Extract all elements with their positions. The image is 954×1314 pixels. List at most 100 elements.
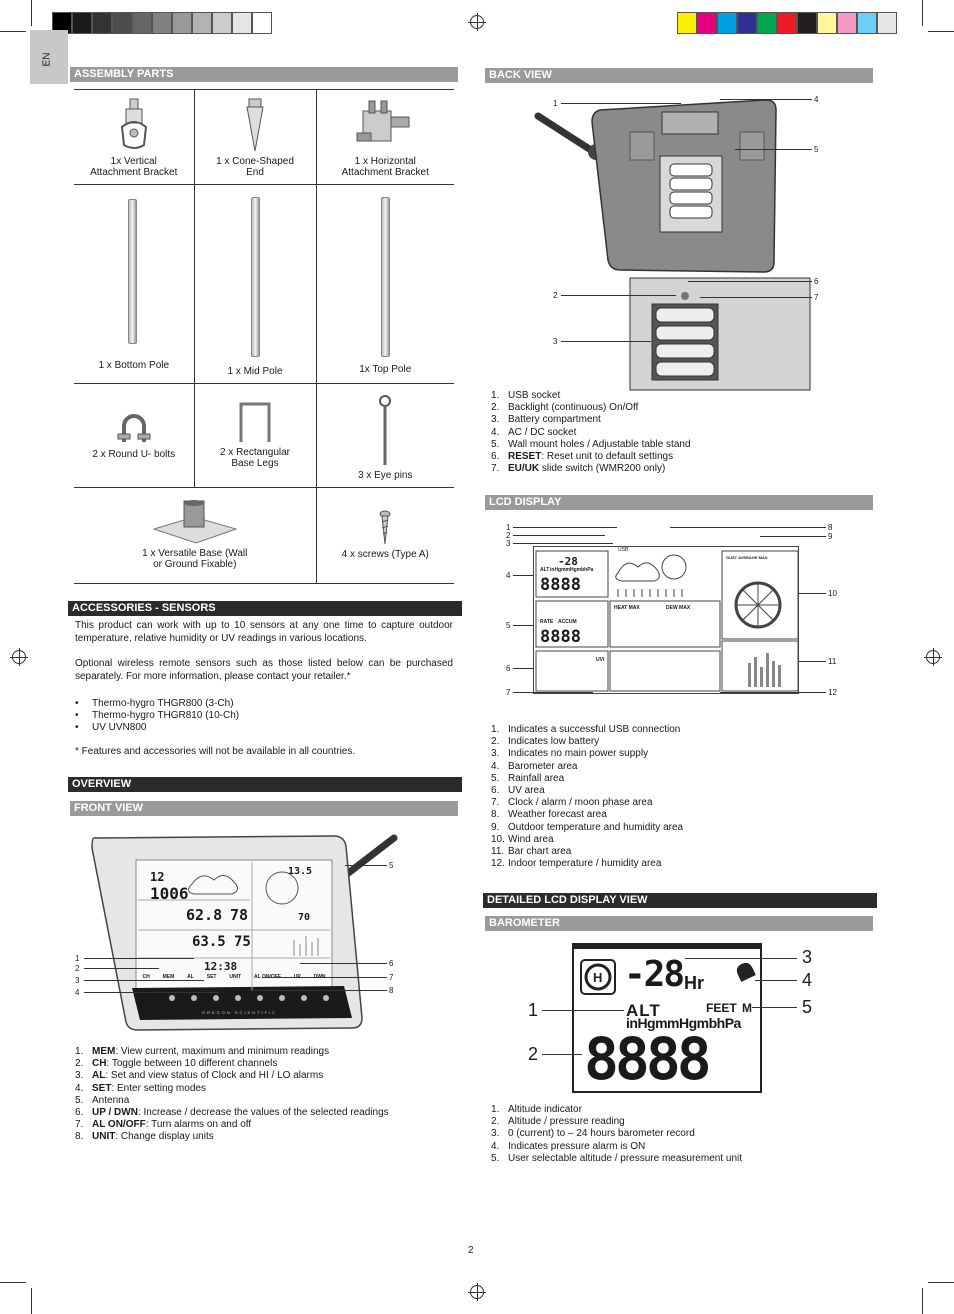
- crop-mark: [922, 1288, 923, 1314]
- barometer-hr-label: Hr: [684, 973, 705, 993]
- part-u-bolts: 2 x Round U- bolts: [74, 383, 194, 488]
- lcd-value: 75: [234, 934, 251, 950]
- list-item: 6.UP / DWN: Increase / decrease the valu…: [75, 1107, 389, 1119]
- part-label: 1 x Mid Pole: [227, 366, 283, 377]
- color-swatch: [92, 12, 112, 34]
- list-item-text: Outdoor temperature and humidity area: [508, 821, 684, 833]
- callout-line: [799, 593, 826, 594]
- lcd-heat-label: HEAT MAX: [614, 605, 640, 611]
- list-item: 2.Altitude / pressure reading: [491, 1116, 742, 1128]
- part-label-line: 1 x Versatile Base (Wall: [142, 548, 248, 559]
- list-item-term: UP / DWN: [92, 1107, 138, 1119]
- barometer-main-value: 8888: [584, 1025, 712, 1093]
- color-swatch: [72, 12, 92, 34]
- accessories-paragraph: This product can work with up to 10 sens…: [75, 620, 453, 644]
- list-item-text: : Increase / decrease the values of the …: [137, 1107, 389, 1119]
- lcd-value: 78: [230, 906, 249, 924]
- lcd-barometer-value: 8888: [540, 575, 581, 595]
- altitude-house-icon: H: [580, 959, 616, 995]
- callout-line: [84, 992, 219, 993]
- callout-number: 8: [389, 986, 394, 995]
- callout-number: 12: [828, 688, 837, 697]
- lcd-usb-label: USB: [618, 547, 629, 553]
- registration-mark-icon: [10, 648, 28, 666]
- list-item-term: SET: [92, 1082, 112, 1094]
- color-swatch: [232, 12, 252, 34]
- color-swatch: [172, 12, 192, 34]
- section-header-accessories: ACCESSORIES - SENSORS: [68, 601, 462, 616]
- list-item: 7.EU/UK slide switch (WMR200 only): [491, 463, 691, 475]
- list-item-term: EU/UK: [508, 463, 540, 475]
- front-view-list: 1.MEM: View current, maximum and minimum…: [75, 1046, 389, 1144]
- list-item: 6.RESET: Reset unit to default settings: [491, 451, 691, 463]
- part-label: 1x Top Pole: [359, 364, 412, 375]
- callout-line: [720, 692, 826, 693]
- list-item-text: Altitude indicator: [508, 1104, 582, 1115]
- list-item-number: 9.: [491, 821, 500, 833]
- callout-number: 7: [389, 973, 394, 982]
- list-item-text: : Toggle between 10 different channels: [106, 1058, 278, 1070]
- part-horizontal-bracket: 1 x Horizontal Attachment Bracket: [315, 89, 454, 185]
- part-bottom-pole: 1 x Bottom Pole: [74, 184, 194, 384]
- list-item: 2.Backlight (continuous) On/Off: [491, 402, 691, 414]
- callout-line: [345, 865, 387, 866]
- lcd-accum-label: ACCUM: [558, 619, 577, 625]
- callout-number: 6: [389, 959, 394, 968]
- section-header-assembly-parts: ASSEMBLY PARTS: [70, 67, 458, 82]
- crop-mark: [922, 0, 923, 26]
- list-item: 4.AC / DC socket: [491, 427, 691, 439]
- list-item: 4.Indicates pressure alarm is ON: [491, 1141, 742, 1153]
- callout-number: 7: [506, 688, 511, 697]
- callout-line: [688, 281, 812, 282]
- part-mid-pole: 1 x Mid Pole: [193, 184, 316, 384]
- list-item: 4.SET: Enter setting modes: [75, 1083, 389, 1095]
- back-view-device-icon: [534, 99, 811, 391]
- list-item: 7.Clock / alarm / moon phase area: [491, 797, 683, 809]
- list-item-text: Battery compartment: [508, 414, 601, 426]
- list-item-text: Rainfall area: [508, 772, 565, 784]
- callout-number: 3: [553, 337, 558, 346]
- list-item-text: : View current, maximum and minimum read…: [115, 1046, 330, 1057]
- callout-number: 4: [802, 970, 813, 990]
- list-item-number: 1.: [75, 1046, 84, 1057]
- part-label-line: 1 x Cone-Shaped: [216, 156, 294, 167]
- lcd-units-label: inHgmmHgmbhPa: [550, 567, 594, 573]
- lcd-display-illustration: -28 ALT inHgmmHgmbhPa 8888 RATE ACCUM 88…: [533, 546, 799, 694]
- list-item: 3.Battery compartment: [491, 414, 691, 426]
- callout-number: 1: [553, 99, 558, 108]
- accessories-paragraph: Optional wireless remote sensors such as…: [75, 658, 453, 682]
- callout-number: 11: [828, 657, 837, 666]
- list-item: 4.Barometer area: [491, 761, 683, 773]
- list-item-text: USB socket: [508, 390, 561, 401]
- crop-mark: [928, 31, 954, 32]
- u-bolt-icon: [117, 413, 151, 442]
- list-item: Thermo-hygro THGR810 (10-Ch): [75, 710, 239, 722]
- list-item-number: 2.: [491, 402, 500, 414]
- lcd-value: 62.8: [186, 906, 223, 924]
- part-label: 2 x Round U- bolts: [92, 448, 176, 460]
- lcd-hours: -28: [558, 555, 578, 568]
- part-label-line: 1x Vertical: [110, 156, 157, 167]
- list-item-number: 3.: [75, 1070, 84, 1082]
- list-item-number: 6.: [491, 785, 500, 797]
- callout-line: [513, 543, 613, 544]
- button-label-mem: MEM: [162, 974, 175, 980]
- callout-number: 5: [802, 997, 813, 1017]
- callout-line: [685, 958, 797, 959]
- lcd-value: 12:38: [204, 960, 238, 973]
- part-eye-pins: 3 x Eye pins: [315, 383, 454, 488]
- callout-number: 2: [506, 531, 511, 540]
- callout-line: [760, 536, 826, 537]
- front-view-illustration: 12 1006 62.8 78 63.5 75 12:38 13.5 70 CH…: [72, 830, 402, 1035]
- list-item-number: 5.: [491, 772, 500, 784]
- callout-line: [513, 527, 617, 528]
- callout-number: 10: [828, 589, 837, 598]
- color-swatch: [252, 12, 272, 34]
- back-view-illustration: [530, 92, 830, 397]
- part-label: 1 x Bottom Pole: [98, 360, 170, 371]
- callout-line: [250, 990, 387, 991]
- callout-line: [513, 625, 533, 626]
- color-swatch: [677, 12, 697, 34]
- registration-mark-icon: [468, 13, 486, 31]
